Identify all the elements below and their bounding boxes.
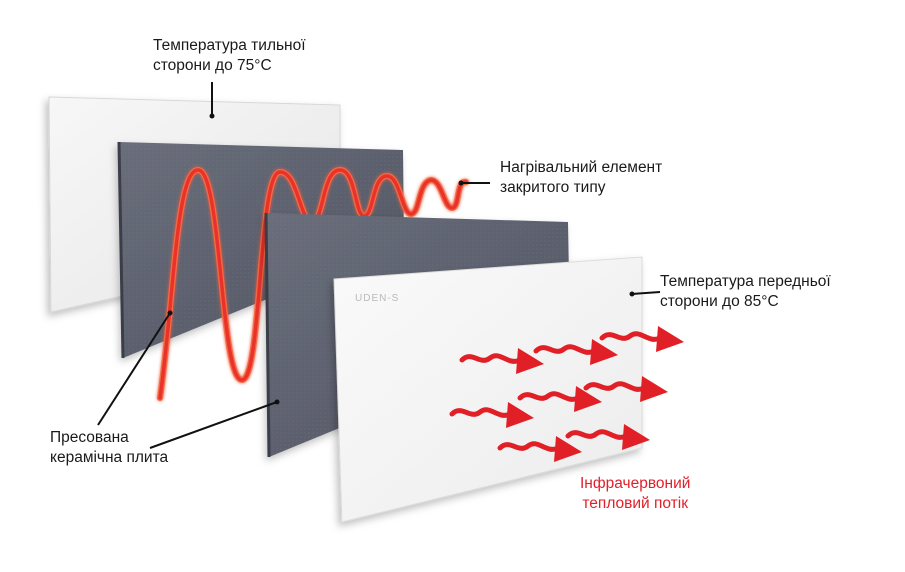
heat-arrow	[449, 402, 534, 428]
heat-arrow	[459, 348, 544, 374]
heat-arrow	[565, 424, 650, 450]
label-front-temperature: Температура передньої сторони до 85°C	[660, 273, 831, 310]
heat-arrow	[533, 339, 618, 365]
heating-coil	[157, 167, 469, 401]
callout-lines	[97, 82, 661, 449]
label-ceramic-plate: Пресована керамічна плита	[50, 429, 169, 466]
label-heating-element: Нагрівальний елемент закритого типу	[500, 159, 663, 196]
heat-arrow	[583, 376, 668, 402]
callout-line-front-temp	[631, 291, 661, 295]
label-infrared-flow: Інфрачервоний тепловий потік	[580, 475, 691, 512]
label-back-temperature: Температура тильної сторони до 75°C	[153, 37, 306, 74]
heat-arrow	[517, 386, 602, 412]
brand-logo-text: UDEN-S	[355, 293, 400, 304]
heat-arrow	[497, 436, 582, 462]
heat-arrow	[599, 326, 684, 352]
heat-flow-arrows	[449, 326, 684, 462]
callout-line-ceramic-back	[97, 312, 171, 426]
callout-line-ceramic-front	[149, 401, 278, 449]
